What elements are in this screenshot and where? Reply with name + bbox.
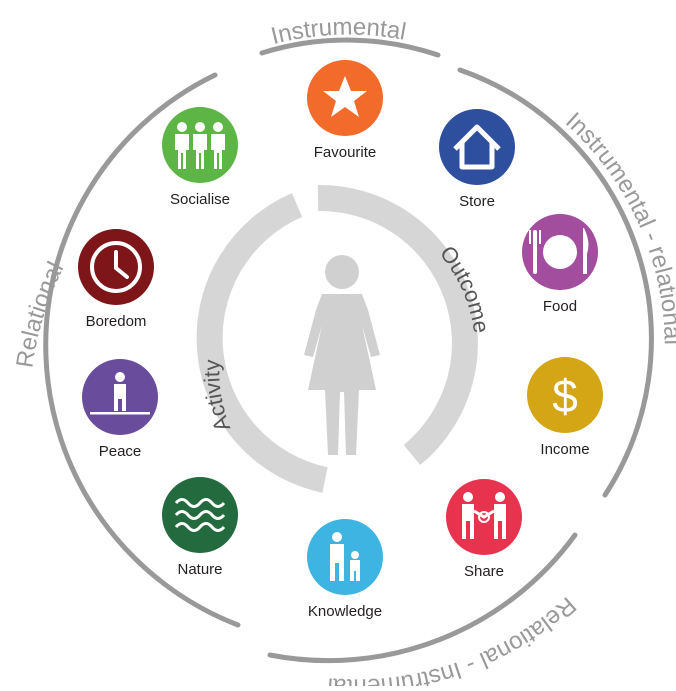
house-icon: [453, 124, 501, 170]
ring-segment-relational-instrumental: [267, 532, 578, 664]
ring-segment-instrumental-relational: [457, 67, 654, 498]
inner-ring: [196, 184, 478, 493]
label-food: Food: [542, 298, 578, 315]
item-knowledge[interactable]: [307, 519, 383, 595]
label-relational: Relational: [11, 258, 69, 370]
inner-arc-activity: [196, 193, 328, 493]
label-income: Income: [540, 441, 590, 458]
plate-cutlery-icon: [529, 228, 589, 274]
knowledge-circle: [307, 519, 383, 595]
ring-segment-instrumental: [259, 37, 441, 58]
item-food[interactable]: [522, 214, 598, 290]
ring-segment-relational: [43, 72, 241, 628]
label-store: Store: [459, 193, 495, 210]
label-nature: Nature: [177, 561, 223, 578]
label-socialise: Socialise: [169, 191, 231, 208]
label-peace: Peace: [98, 443, 142, 460]
handshake-icon: [462, 492, 506, 539]
item-favourite[interactable]: [307, 60, 383, 136]
woman-figure-icon: [304, 255, 380, 455]
waves-icon: [174, 498, 226, 532]
label-share: Share: [463, 563, 505, 580]
item-store[interactable]: [439, 109, 515, 185]
person-standing-icon: [90, 372, 150, 415]
label-knowledge: Knowledge: [307, 603, 383, 620]
dollar-icon: $: [552, 370, 578, 422]
item-nature[interactable]: [162, 477, 238, 553]
store-circle: [439, 109, 515, 185]
item-share[interactable]: [446, 479, 522, 555]
parent-child-icon: [330, 532, 360, 581]
item-income[interactable]: $: [527, 357, 603, 433]
label-favourite: Favourite: [313, 144, 377, 161]
inner-arc-outcome: [317, 184, 478, 466]
outer-ring: [43, 37, 654, 664]
item-boredom[interactable]: [78, 229, 154, 305]
label-boredom: Boredom: [85, 313, 147, 330]
clock-icon: [90, 241, 142, 293]
item-socialise[interactable]: [162, 107, 238, 183]
group-icon: [175, 122, 225, 169]
income-circle: [527, 357, 603, 433]
svg-text:$: $: [552, 370, 578, 422]
item-peace[interactable]: [82, 359, 158, 435]
star-icon: [323, 76, 367, 117]
